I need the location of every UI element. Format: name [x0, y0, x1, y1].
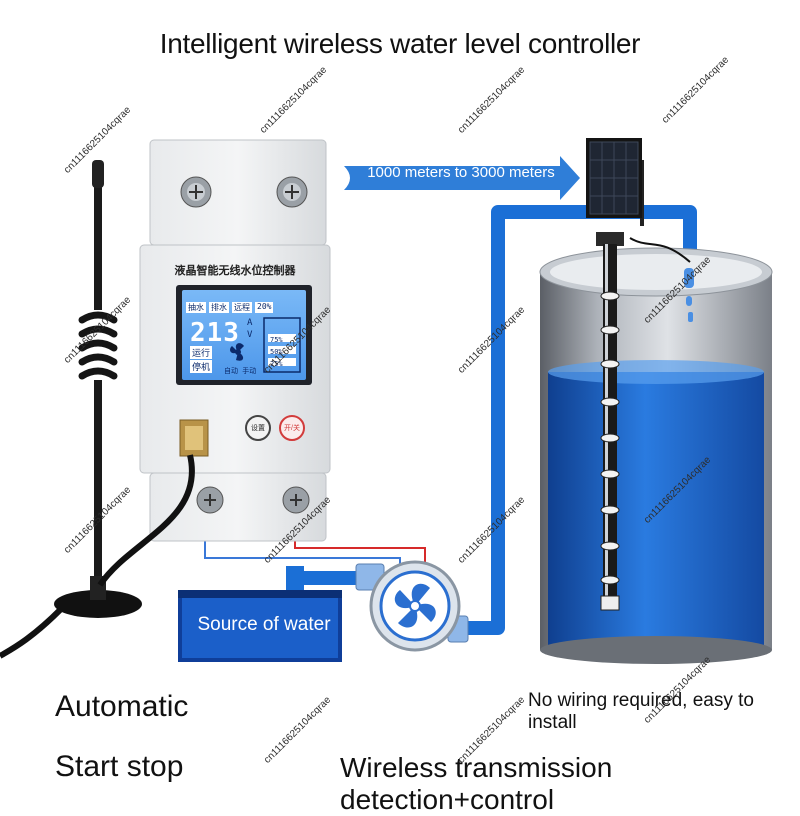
power-button-shape — [279, 415, 305, 441]
automatic-label: Automatic — [55, 690, 189, 723]
pipe-main — [462, 205, 697, 635]
pipe-system — [296, 205, 697, 635]
lcd-top-tabs: 抽水 排水 远程 20% — [186, 302, 306, 313]
antenna — [0, 160, 195, 659]
distance-label: 1000 meters to 3000 meters — [367, 164, 555, 181]
water-volume — [548, 372, 764, 646]
lcd-voltage-readout: 213 — [190, 318, 240, 348]
level-sensor — [596, 232, 691, 611]
water-pump — [355, 560, 469, 652]
antenna-cable — [0, 454, 195, 659]
fan-icon — [230, 343, 244, 361]
lcd-unit-a: A — [247, 318, 253, 328]
solar-transmitter — [586, 138, 644, 226]
terminal-screw-icon — [180, 176, 310, 514]
page-title: Intelligent wireless water level control… — [159, 28, 641, 59]
lcd-running-status: 运行 — [190, 346, 213, 359]
install-note: No wiring required, easy to install — [528, 690, 754, 733]
bottom-caption: Wireless transmission detection+control — [340, 752, 613, 815]
start-stop-label: Start stop — [55, 750, 184, 783]
lcd-tab: 排水 — [209, 302, 229, 313]
set-button-shape — [245, 415, 271, 441]
lcd-level-75: 75% — [270, 336, 283, 344]
set-button[interactable]: 设置 — [251, 425, 265, 432]
water-spray — [684, 268, 694, 322]
lcd-stopped-status: 停机 — [190, 360, 213, 373]
pump-impeller-icon — [394, 583, 436, 628]
power-button[interactable]: 开/关 — [284, 425, 300, 432]
lcd-tab: 抽水 — [186, 302, 206, 313]
lcd-mode-text: 自动 手动 — [224, 367, 257, 375]
device-front-label: 液晶智能无线水位控制器 — [174, 264, 296, 277]
source-of-water-label: Source of water — [197, 614, 331, 635]
lcd-unit-v: V — [247, 330, 253, 340]
distance-arrow-icon — [344, 156, 580, 200]
controller-device — [139, 139, 331, 542]
lcd-tab: 20% — [255, 302, 274, 313]
source-of-water-tank — [178, 590, 342, 662]
lcd-level-25: 25% — [270, 360, 283, 368]
lcd-tab: 远程 — [232, 302, 252, 313]
lcd-level-50: 50% — [270, 348, 283, 356]
